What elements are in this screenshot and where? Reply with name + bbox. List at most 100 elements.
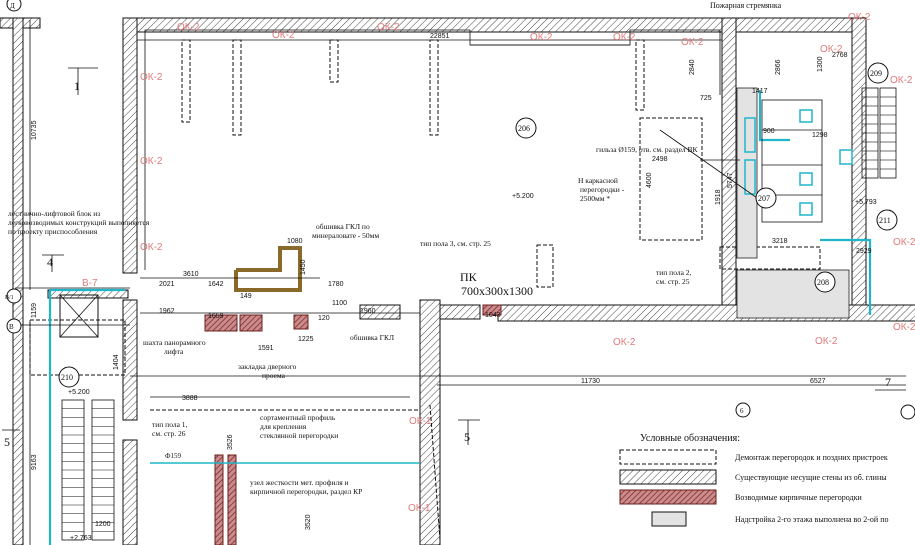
dim: 2021 [159, 281, 175, 288]
dim: 22851 [430, 33, 450, 40]
dim: 1225 [298, 336, 314, 343]
dim: 1404 [113, 354, 120, 370]
mark-ok2: ОК-2 [530, 32, 553, 43]
mark-ok1: ОК-1 [409, 416, 432, 427]
dim: 1300 [817, 56, 824, 72]
mark-ok2: ОК-2 [613, 32, 636, 43]
glass-partitions [48, 90, 872, 545]
dim: 3888 [182, 395, 198, 402]
mark-ok2: ОК-2 [613, 337, 636, 348]
dim: 9163 [31, 454, 38, 470]
mark-ok2: ОК-2 [377, 22, 400, 33]
pk-label: ПК [460, 270, 478, 284]
dim: 1659 [208, 313, 224, 320]
note-pipe: Ф159 [165, 452, 182, 460]
dim: 1918 [715, 189, 722, 205]
room-208: 208 [817, 278, 829, 287]
axis-7: 7 [885, 375, 891, 389]
note-door-opening: закладка дверного проема [238, 362, 298, 380]
dim: 725 [700, 95, 712, 102]
axis-1: 1 [74, 79, 80, 93]
room-211: 211 [879, 216, 891, 225]
room-206-outline [144, 29, 721, 270]
elev-1: +5.200 [512, 193, 534, 200]
room-207: 207 [758, 194, 770, 203]
lift-shaft [59, 294, 99, 338]
axis-5: 5 [4, 435, 10, 449]
axis-b1: В/1 [5, 295, 14, 301]
dim: 3218 [772, 238, 788, 245]
axis-d: Д [10, 2, 15, 10]
legend-swatches [619, 449, 717, 527]
demolition-elements [29, 39, 821, 541]
room-circles [58, 62, 898, 388]
brick-partitions [204, 246, 502, 545]
dim: 1100 [332, 300, 347, 307]
note-floor-type3: тип пола 3, см. стр. 25 [420, 239, 491, 248]
axis-5b: 5 [464, 430, 470, 444]
room-209: 209 [870, 69, 882, 78]
dim: 1962 [159, 308, 175, 315]
dim: 2929 [856, 248, 872, 255]
elev-4: +2.763 [70, 535, 92, 542]
dim: 11730 [581, 378, 600, 385]
dim: 5747 [727, 172, 734, 188]
dim: 149 [240, 293, 252, 300]
dim: 1960 [360, 308, 376, 315]
mark-ok2: ОК-2 [681, 37, 704, 48]
dim: 900 [763, 128, 775, 135]
axis-6: 6 [740, 407, 744, 415]
mark-ok2: ОК-2 [893, 237, 915, 248]
note-floor-type1: тип пола 1, см. стр. 26 [152, 420, 189, 438]
note-lift-shaft: шахта панорамного лифта [143, 338, 207, 356]
dim: 3610 [183, 271, 199, 278]
dim: 2498 [652, 156, 668, 163]
axis-4: 4 [47, 255, 53, 269]
mark-ok2: ОК-2 [893, 322, 915, 333]
mark-ok2: ОК-2 [177, 22, 200, 33]
dim: 4600 [646, 172, 653, 188]
note-gkl-short: обшивка ГКЛ [350, 333, 394, 342]
mark-v7: В-7 [82, 278, 98, 289]
dim: 120 [318, 315, 330, 322]
note-stair-block: лестнично-лифтовой блок из легковозводим… [8, 209, 151, 236]
dim: 3526 [227, 434, 234, 450]
dim: 6527 [810, 378, 826, 385]
fire-ladder-label: Пожарная стремянка [710, 1, 782, 10]
mark-ok2: ОК-2 [890, 75, 913, 86]
mark-ok2: ОК-2 [848, 12, 871, 23]
dim: 2768 [832, 52, 848, 59]
dim: 1159 [31, 303, 38, 318]
note-sleeve: гильза Ø159, отв. см. раздел ВК [596, 145, 699, 154]
dim: 1080 [287, 238, 303, 245]
elev-3: +5.793 [855, 199, 877, 206]
mark-ok2: ОК-2 [140, 242, 163, 253]
dim: 2840 [689, 59, 696, 75]
dim: 1417 [752, 88, 768, 95]
legend-heading: Условные обозначения: [640, 433, 740, 444]
dim: 1298 [812, 132, 828, 139]
dim: 10735 [31, 120, 38, 140]
legend-item-1: Демонтаж перегородок и поздних пристроек [735, 453, 888, 462]
stairs-209 [861, 87, 897, 179]
dim: 1450 [300, 259, 307, 275]
mark-ok1: ОК-1 [408, 503, 431, 514]
legend-item-2: Существующие несущие стены из об. глины [735, 473, 887, 482]
note-gkl-cladding: обшивка ГКЛ по минераловате - 50мм [312, 222, 379, 240]
mark-ok2: ОК-2 [140, 156, 163, 167]
dim: 1591 [258, 345, 274, 352]
dim: 1642 [208, 281, 224, 288]
dim: 3520 [305, 514, 312, 530]
dim: 2866 [775, 59, 782, 75]
mark-ok2: ОК-2 [820, 44, 843, 55]
note-frame-partition: Н каркасной перегородки - 2500мм * [578, 176, 626, 203]
text-layer: ПК 700x300x1300 Пожарная стремянка 206 2… [4, 1, 915, 542]
elev-2: +5.200 [68, 389, 90, 396]
dimension-lines [15, 20, 906, 545]
axis-b: В [9, 323, 14, 331]
dim: 1200 [95, 521, 111, 528]
mark-ok2: ОК-2 [272, 30, 295, 41]
axis-markers [2, 0, 915, 445]
mark-ok2: ОК-2 [815, 336, 838, 347]
